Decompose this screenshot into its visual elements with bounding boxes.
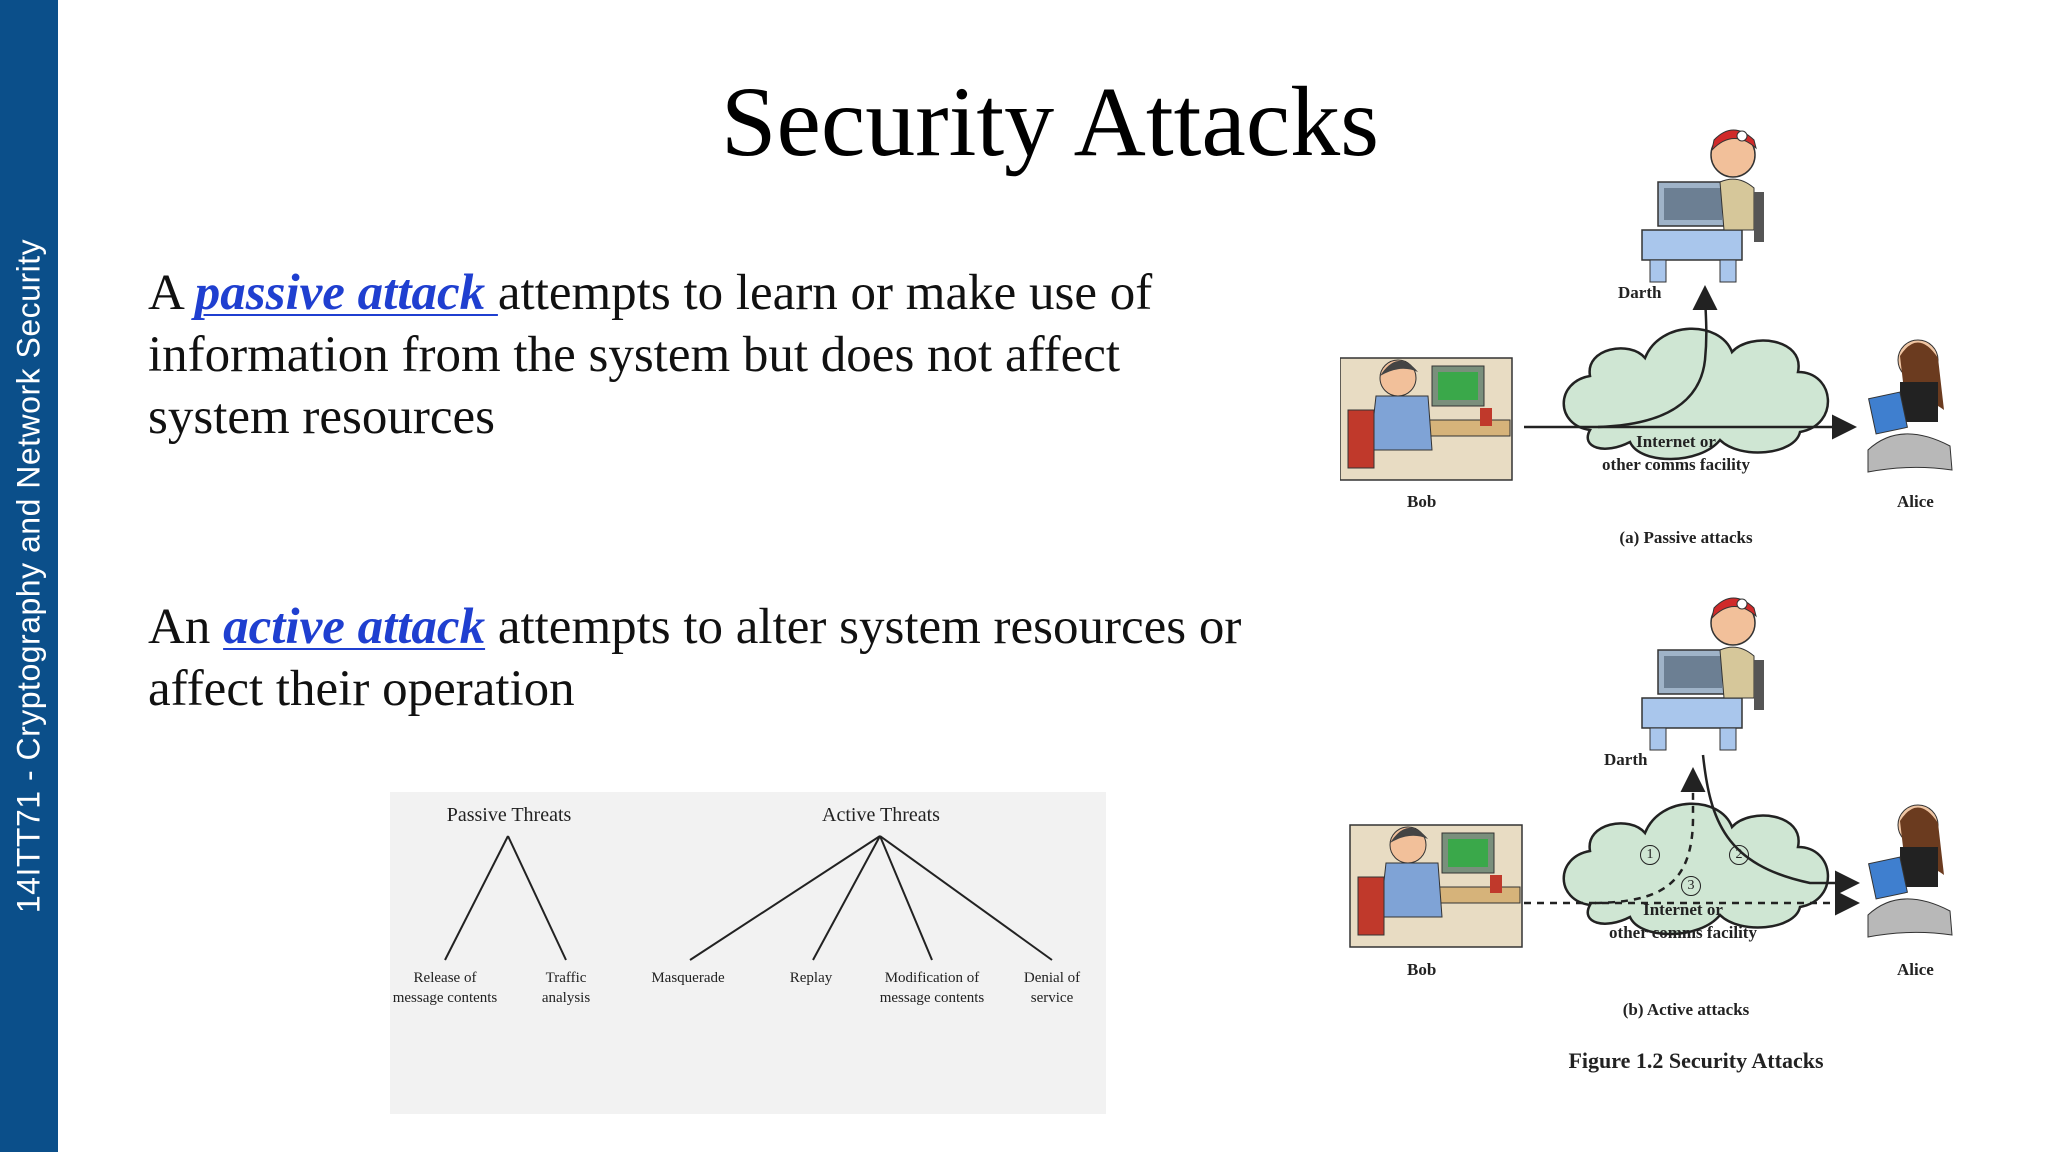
passive-prefix: A — [148, 265, 195, 321]
threat-tree-lines — [444, 835, 1053, 961]
step-2-marker: 2 — [1729, 845, 1749, 865]
passive-threats-heading: Passive Threats — [446, 804, 572, 826]
active-prefix: An — [148, 599, 224, 655]
threat-label-line: message contents — [879, 990, 985, 1006]
threat-denial-of-service: Denial of service — [1024, 968, 1080, 1008]
passive-definition: attempts to learn or make use of informa… — [148, 265, 1153, 445]
bob-illustration-b — [1349, 824, 1523, 948]
threat-replay: Replay — [790, 968, 833, 988]
step-1-marker: 1 — [1640, 845, 1660, 865]
threat-label-line: Masquerade — [651, 970, 725, 986]
cloud-label-b: Internet or other comms facility — [1609, 898, 1757, 944]
active-attack-link[interactable]: active attack — [223, 599, 486, 655]
threat-label-line: Replay — [789, 970, 833, 986]
darth-label-b: Darth — [1604, 750, 1648, 769]
threat-masquerade: Masquerade — [651, 968, 724, 988]
course-title: 14ITT71 - Cryptography and Network Secur… — [10, 238, 47, 914]
active-definition: attempts to alter system resources or af… — [148, 599, 1242, 717]
bob-label-b: Bob — [1407, 960, 1437, 979]
passive-attack-link[interactable]: passive attack — [194, 265, 498, 321]
threat-modification-of-message-contents: Modification of message contents — [880, 968, 985, 1008]
alice-label-b: Alice — [1897, 960, 1934, 979]
passive-attack-paragraph: A passive attack attempts to learn or ma… — [148, 262, 1248, 448]
darth-label-a: Darth — [1618, 283, 1662, 302]
cloud-label-line: other comms facility — [1609, 923, 1757, 942]
active-threats-heading: Active Threats — [822, 804, 940, 826]
cloud-label-line: Internet or — [1636, 432, 1716, 451]
threat-label-line: message contents — [392, 990, 498, 1006]
threat-label-line: Denial of — [1023, 970, 1081, 986]
threat-label-line: service — [1030, 990, 1074, 1006]
darth-illustration-b — [1641, 597, 1764, 751]
threat-label-line: analysis — [541, 990, 591, 1006]
bob-illustration-a — [1340, 357, 1513, 481]
bob-label-a: Bob — [1407, 492, 1437, 511]
alice-label-a: Alice — [1897, 492, 1934, 511]
figure-caption: Figure 1.2 Security Attacks — [1568, 1048, 1824, 1073]
threat-label-line: Release of — [413, 970, 477, 986]
sidebar: 14ITT71 - Cryptography and Network Secur… — [0, 0, 58, 1152]
active-attacks-caption: (b) Active attacks — [1622, 1000, 1750, 1019]
active-cloud — [1562, 802, 1830, 936]
active-attack-paragraph: An active attack attempts to alter syste… — [148, 596, 1288, 720]
figure-drawing — [1340, 129, 1953, 948]
cloud-label-a: Internet or other comms facility — [1602, 430, 1750, 476]
slide-title: Security Attacks — [720, 66, 1380, 177]
security-attacks-figure: Darth Bob Alice Internet or other comms … — [1340, 120, 2040, 1090]
cloud-label-line: Internet or — [1643, 900, 1723, 919]
darth-illustration-a — [1641, 129, 1764, 283]
passive-attacks-caption: (a) Passive attacks — [1619, 528, 1753, 547]
step-3-marker: 3 — [1681, 876, 1701, 896]
threat-label-line: Modification of — [884, 970, 980, 986]
cloud-label-line: other comms facility — [1602, 455, 1750, 474]
threat-release-of-message-contents: Release of message contents — [393, 968, 498, 1008]
threat-label-line: Traffic — [545, 970, 587, 986]
alice-illustration-b — [1867, 804, 1953, 938]
threat-traffic-analysis: Traffic analysis — [542, 968, 590, 1008]
alice-illustration-a — [1867, 339, 1953, 473]
threat-taxonomy-diagram: Passive Threats Active Threats Release o… — [390, 792, 1106, 1114]
